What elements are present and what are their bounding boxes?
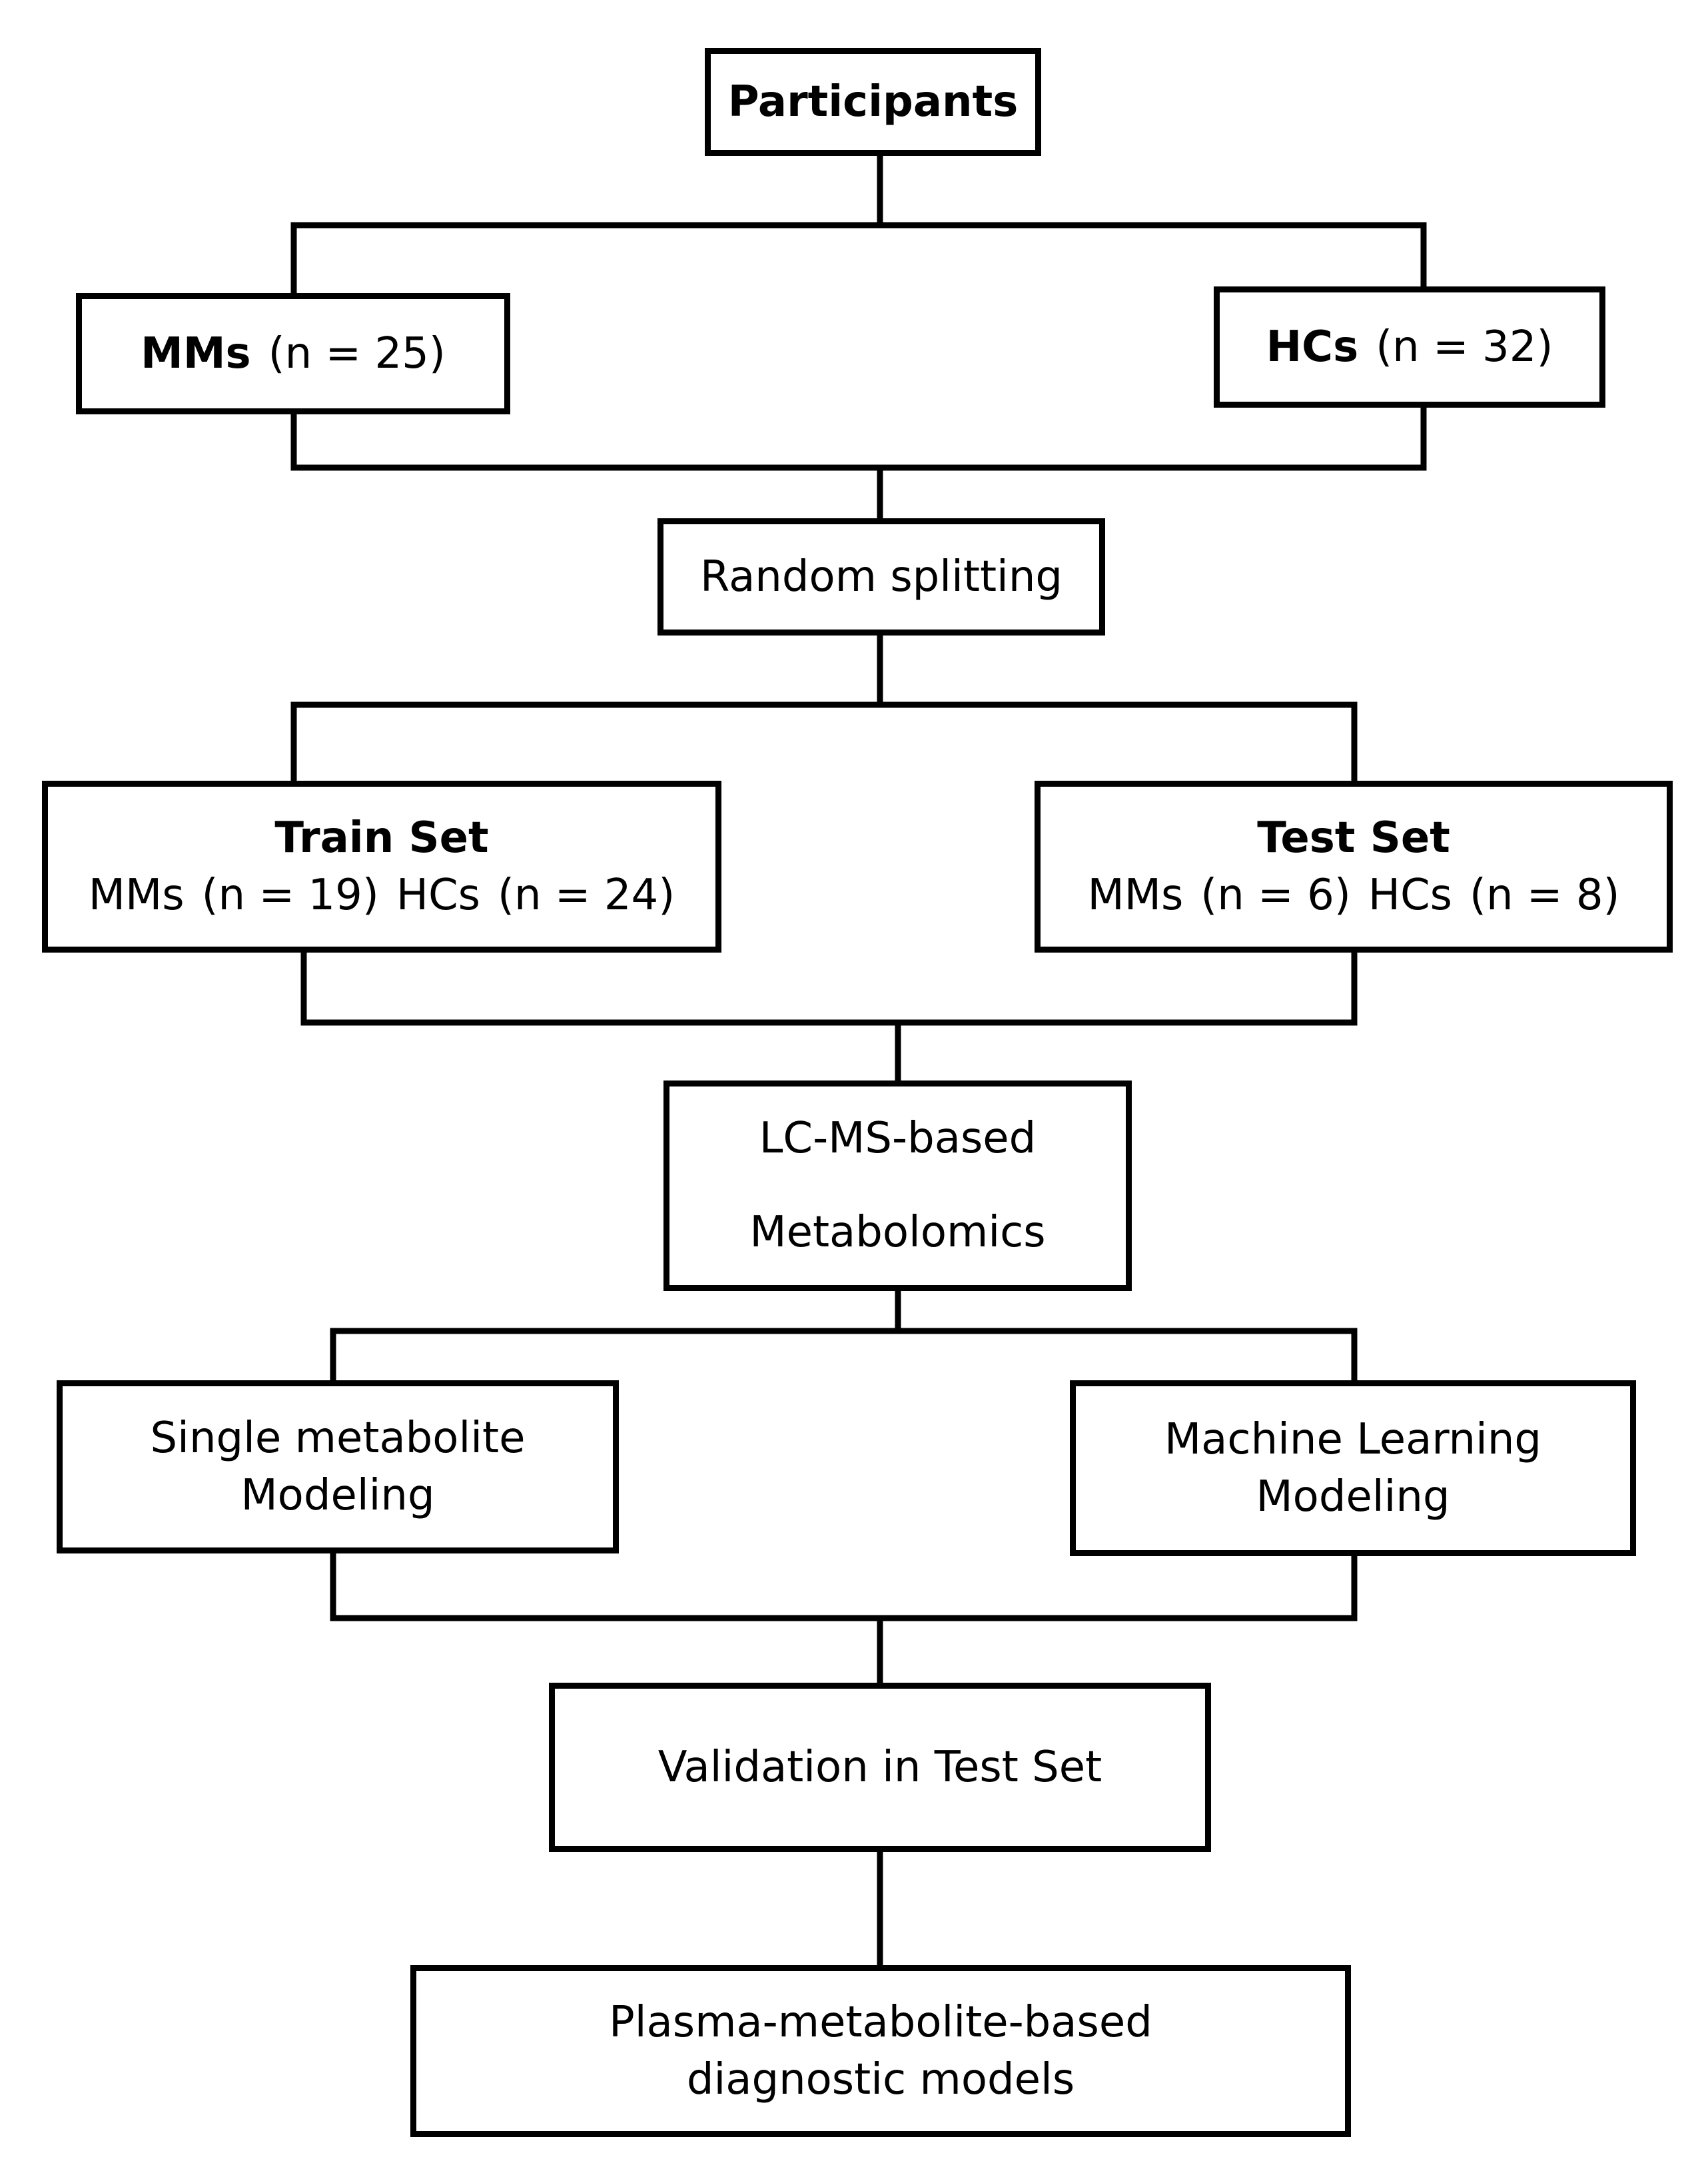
mms-name: MMs [141,328,251,378]
test-set-title: Test Set [1257,813,1450,863]
random-splitting-label: Random splitting [700,552,1063,602]
test-mms-count: (n = 6) [1200,871,1351,920]
validation-label: Validation in Test Set [657,1742,1102,1792]
final-line2: diagnostic models [686,2055,1075,2104]
lcms-line1: LC-MS-based [759,1114,1037,1164]
lcms-box: LC-MS-based Metabolomics [663,1081,1132,1291]
lcms-line2: Metabolomics [749,1208,1046,1257]
train-set-title: Train Set [274,813,489,863]
test-set-box: Test Set MMs (n = 6) HCs (n = 8) [1035,781,1673,953]
mms-box: MMs (n = 25) [76,293,510,414]
final-models-box: Plasma-metabolite-based diagnostic model… [410,1965,1351,2137]
train-set-box: Train Set MMs (n = 19) HCs (n = 24) [42,781,721,953]
machine-learning-box: Machine Learning Modeling [1070,1380,1636,1556]
hcs-name: HCs [1266,322,1359,372]
random-splitting-box: Random splitting [657,518,1105,636]
participants-label: Participants [727,77,1019,127]
single-metabolite-line2: Modeling [240,1471,435,1520]
participants-box: Participants [705,48,1041,156]
test-hcs-name: HCs [1368,871,1452,920]
machine-learning-line2: Modeling [1256,1472,1450,1521]
train-mms-count: (n = 19) [201,871,379,920]
single-metabolite-line1: Single metabolite [150,1413,526,1463]
final-line1: Plasma-metabolite-based [609,1997,1152,2047]
single-metabolite-box: Single metabolite Modeling [57,1380,619,1553]
train-hcs-name: HCs [396,871,480,920]
test-mms-name: MMs [1087,871,1184,920]
hcs-box: HCs (n = 32) [1214,286,1605,408]
validation-box: Validation in Test Set [549,1683,1211,1852]
machine-learning-line1: Machine Learning [1164,1414,1542,1464]
train-hcs-count: (n = 24) [497,871,675,920]
test-hcs-count: (n = 8) [1469,871,1620,920]
train-mms-name: MMs [88,871,185,920]
hcs-count: (n = 32) [1376,322,1553,372]
mms-count: (n = 25) [268,328,446,378]
